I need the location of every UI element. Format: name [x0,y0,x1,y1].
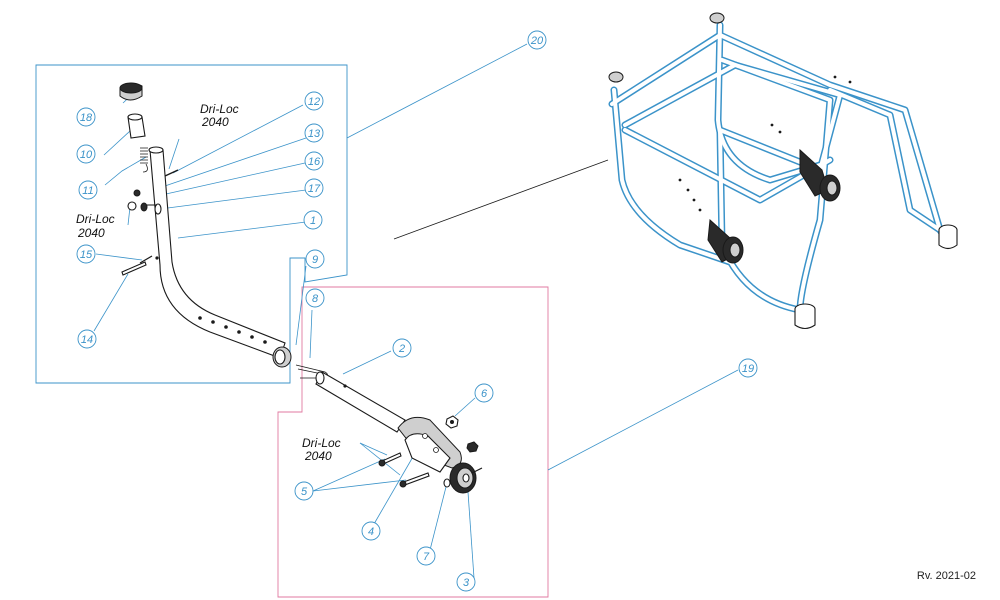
pin-part-15 [139,255,153,264]
wheel-part-3 [449,462,483,494]
assembled-frame [608,12,958,330]
svg-text:2040: 2040 [201,115,229,129]
svg-text:1: 1 [310,215,316,227]
callout-2: 2 [392,338,412,358]
fork-part-4 [397,416,462,473]
leader-lines [93,43,739,579]
callout-1: 1 [303,210,323,230]
svg-text:8: 8 [312,293,319,305]
pin-part-14 [121,261,147,276]
svg-text:9: 9 [312,254,318,266]
main-tube-part-1 [148,146,286,359]
svg-text:15: 15 [80,249,93,261]
svg-text:18: 18 [80,112,93,124]
callout-20: 20 [527,30,547,50]
svg-text:20: 20 [530,35,544,47]
svg-text:11: 11 [82,185,93,197]
callout-14: 14 [77,329,97,349]
callout-3: 3 [456,572,476,592]
callout-15: 15 [76,244,96,264]
callout-16: 16 [304,151,324,171]
svg-text:12: 12 [308,96,320,108]
svg-text:17: 17 [308,183,321,195]
callout-11: 11 [78,180,98,200]
svg-text:Dri-Loc: Dri-Loc [302,436,341,450]
cap-part-18 [119,82,143,101]
callout-9: 9 [305,249,325,269]
svg-text:6: 6 [481,388,488,400]
assembly-20-box [35,64,348,384]
svg-text:16: 16 [308,156,321,168]
svg-text:2: 2 [398,343,405,355]
callout-10: 10 [76,144,96,164]
svg-text:19: 19 [742,363,754,375]
driloc-note-top: Dri-Loc 2040 [200,102,239,129]
svg-text:4: 4 [368,526,374,538]
washer-part-7 [443,478,451,488]
callout-5: 5 [294,481,314,501]
svg-text:14: 14 [81,334,93,346]
bushing-part-9 [272,346,292,368]
svg-text:5: 5 [301,486,308,498]
revision-label: Rv. 2021-02 [916,570,976,582]
driloc-note-bottom: Dri-Loc 2040 [302,436,341,463]
driloc-note-left: Dri-Loc 2040 [76,212,115,240]
sleeve-part-10 [127,113,146,139]
svg-text:Dri-Loc: Dri-Loc [200,102,239,116]
svg-text:2040: 2040 [77,226,105,240]
callout-13: 13 [304,123,324,143]
extension-tube-part-2 [315,371,406,433]
callout-4: 4 [361,521,381,541]
callout-18: 18 [76,107,96,127]
callout-12: 12 [304,91,324,111]
callout-17: 17 [304,178,324,198]
bolts-part-5 [378,452,430,488]
svg-text:2040: 2040 [304,449,332,463]
callout-8: 8 [305,288,325,308]
svg-text:10: 10 [80,149,93,161]
svg-text:Dri-Loc: Dri-Loc [76,212,115,226]
svg-text:3: 3 [463,577,470,589]
callout-6: 6 [474,383,494,403]
callout-7: 7 [416,546,436,566]
spring-part-11 [140,147,148,173]
hardware-top [127,169,179,215]
nut-part-6 [445,415,459,429]
svg-text:7: 7 [423,551,430,563]
assembly-19-box [277,286,549,598]
callout-19: 19 [738,358,758,378]
svg-text:13: 13 [308,128,321,140]
axle-nut [466,441,479,453]
